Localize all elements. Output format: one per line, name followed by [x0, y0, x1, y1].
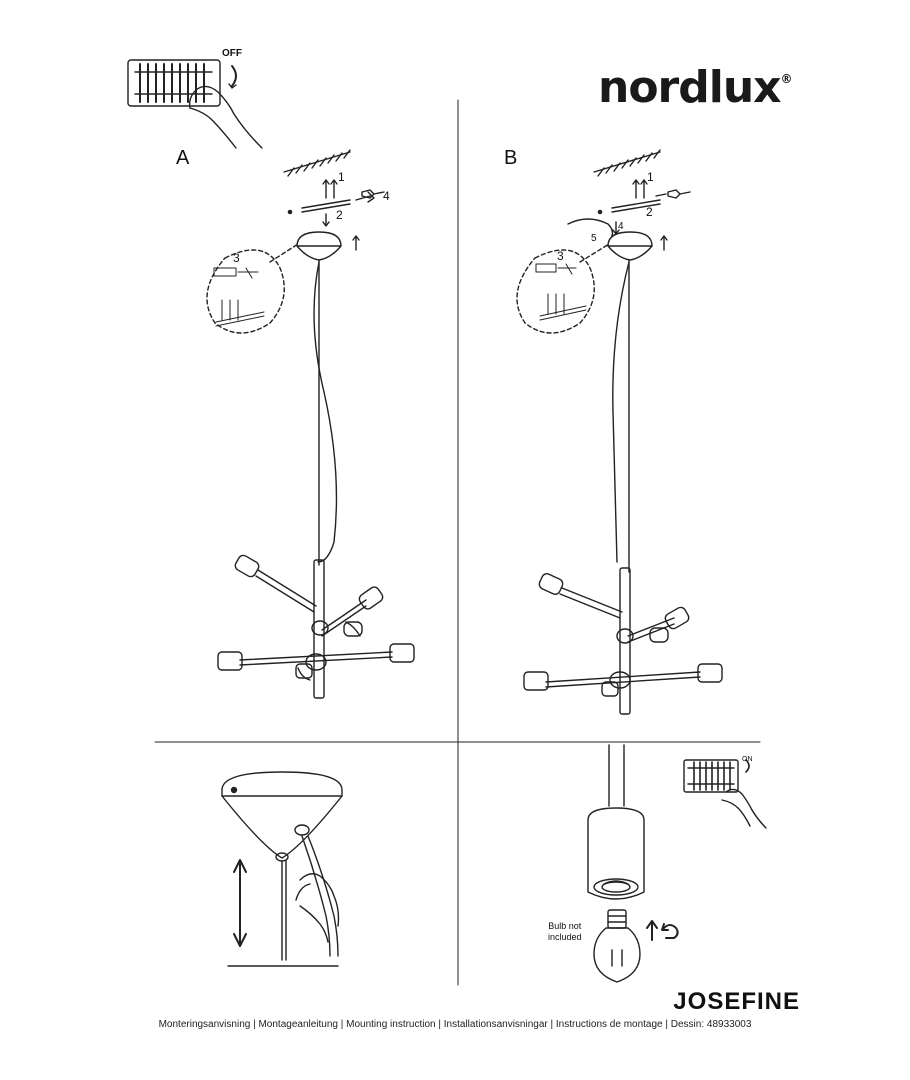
step-b-3: 3: [557, 249, 564, 263]
step-a-1: 1: [338, 170, 345, 184]
section-label-a: A: [176, 147, 190, 169]
switch-on-label: ON: [742, 756, 753, 763]
registered-mark: ®: [780, 72, 793, 86]
lamp-socket-illustration: [587, 744, 645, 900]
ceiling-canopy-b: [607, 231, 668, 261]
light-bulb-icon: [593, 909, 641, 983]
footer-instructions: Monteringsanvisning | Montageanleitung |…: [158, 1019, 752, 1030]
screw-in-arrow-icon: [646, 920, 679, 941]
light-fixture-b: [523, 567, 723, 715]
screw-b-icon: [655, 189, 691, 199]
step-a-3: 3: [233, 251, 240, 265]
switch-off-label: OFF: [222, 48, 242, 59]
light-fixture-a: [217, 554, 415, 699]
brand-name: nordlux: [598, 62, 782, 113]
step-b-4: 4: [618, 221, 624, 232]
power-cable-a: [313, 261, 338, 563]
ceiling-canopy-a: [296, 231, 360, 261]
canopy-adjust-illustration: [221, 771, 343, 967]
mounting-bracket-a: [287, 179, 375, 227]
bulb-note-line-2: included: [548, 932, 582, 942]
step-b-2: 2: [646, 205, 653, 219]
detail-bubble-b: [516, 243, 610, 334]
step-b-1: 1: [647, 170, 654, 184]
product-name: JOSEFINE: [673, 988, 800, 1015]
ceiling-b-hatch: [593, 149, 661, 177]
power-cable-b: [612, 261, 630, 563]
detail-bubble-a: [206, 243, 299, 334]
bulb-note-line-1: Bulb not: [548, 921, 582, 931]
terminal-block-b-icon: [535, 263, 587, 321]
brand-logo: nordlux®: [598, 62, 793, 113]
step-a-2: 2: [336, 208, 343, 222]
screw-a-icon: [361, 189, 385, 199]
bulb-not-included-note: Bulb not included: [548, 921, 582, 943]
terminal-block-a-icon: [213, 267, 265, 327]
step-b-5: 5: [591, 233, 597, 244]
step-a-4: 4: [383, 189, 390, 203]
section-label-b: B: [504, 147, 518, 169]
ceiling-a-hatch: [283, 149, 351, 177]
fuse-box-on-icon: [683, 759, 767, 829]
fuse-box-off-icon: [127, 59, 263, 149]
mounting-bracket-b: [567, 179, 661, 237]
